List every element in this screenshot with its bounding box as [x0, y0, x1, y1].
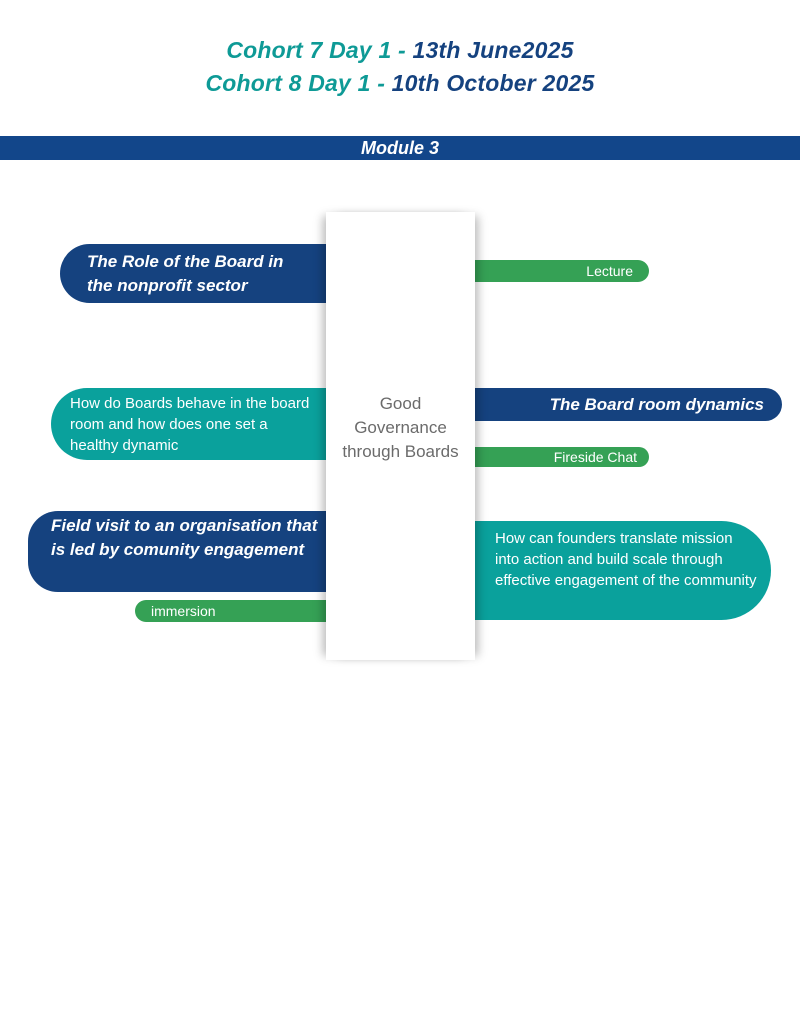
center-topic-title: Good Governance through Boards [342, 394, 459, 461]
format-fireside-chat-pill: Fireside Chat [470, 447, 649, 467]
session-role-of-board-title: The Role of the Board in the nonprofit s… [60, 244, 332, 303]
session-board-behaviour-desc: How do Boards behave in the board room a… [51, 388, 332, 460]
cohort-7-label: Cohort 7 Day 1 - [226, 37, 413, 63]
session-field-visit-text: Field visit to an organisation that is l… [51, 516, 318, 559]
cohort-7-heading: Cohort 7 Day 1 - 13th June2025 [0, 37, 800, 64]
format-immersion-pill: immersion [135, 600, 332, 622]
cohort-7-date: 13th June2025 [412, 37, 574, 63]
session-board-room-dynamics-title: The Board room dynamics [470, 388, 782, 421]
format-lecture-pill: Lecture [470, 260, 649, 282]
session-board-behaviour-text: How do Boards behave in the board room a… [70, 395, 310, 454]
session-founders-mission-text: How can founders translate mission into … [495, 530, 757, 589]
format-fireside-chat-label: Fireside Chat [553, 449, 637, 465]
session-field-visit-title: Field visit to an organisation that is l… [28, 511, 332, 592]
center-column: Good Governance through Boards [326, 212, 475, 660]
session-role-of-board-text: The Role of the Board in the nonprofit s… [87, 252, 284, 295]
session-founders-mission-desc: How can founders translate mission into … [470, 521, 771, 620]
module-title: Module 3 [0, 136, 800, 160]
cohort-8-heading: Cohort 8 Day 1 - 10th October 2025 [0, 70, 800, 97]
cohort-8-date: 10th October 2025 [391, 70, 595, 96]
format-lecture-label: Lecture [586, 263, 633, 279]
cohort-8-label: Cohort 8 Day 1 - [205, 70, 392, 96]
format-immersion-label: immersion [151, 603, 216, 619]
session-board-room-dynamics-text: The Board room dynamics [549, 395, 764, 414]
